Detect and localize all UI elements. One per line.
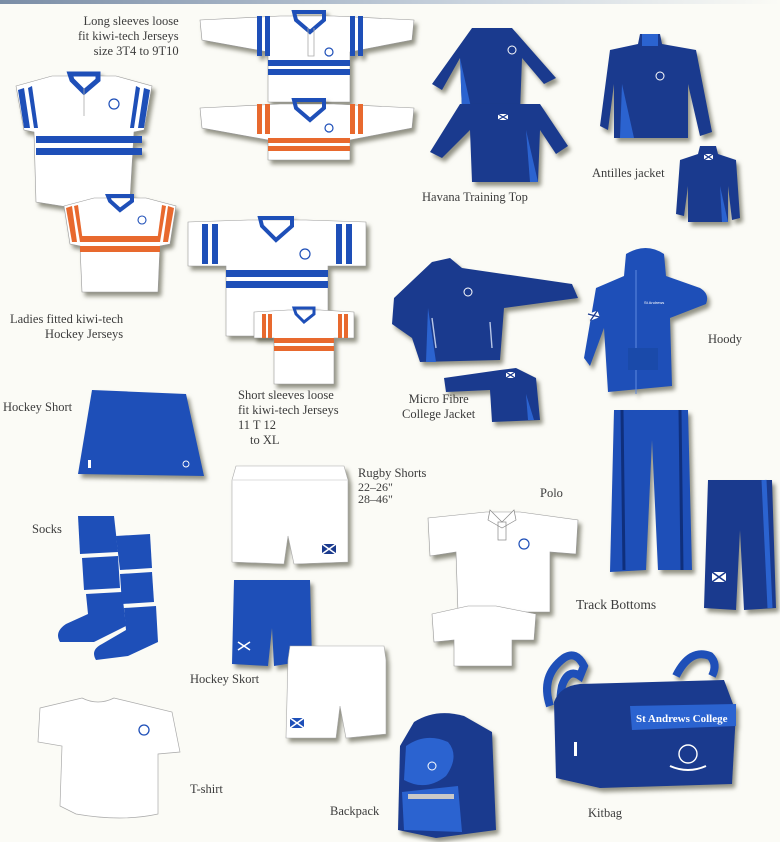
brand-logo-icon bbox=[88, 460, 91, 468]
label-line: 22–26" bbox=[358, 480, 393, 494]
saltire-flag-icon bbox=[711, 571, 727, 583]
college-crest-icon bbox=[137, 215, 147, 225]
label-micro-fibre-jacket: Micro Fibre College Jacket bbox=[402, 392, 475, 422]
label-havana-training-top: Havana Training Top bbox=[422, 190, 528, 204]
label-line: Micro Fibre bbox=[408, 392, 469, 406]
rugby-shorts[interactable] bbox=[231, 465, 349, 565]
socks[interactable] bbox=[54, 516, 174, 666]
college-crest-icon bbox=[182, 460, 190, 468]
top-border bbox=[0, 0, 780, 4]
label-line: fit kiwi-tech Jerseys bbox=[238, 403, 339, 417]
label-line: Short sleeves loose bbox=[238, 388, 334, 402]
college-crest-icon bbox=[299, 248, 311, 260]
long-sleeve-jersey-orange[interactable] bbox=[199, 98, 415, 161]
micro-fibre-college-jacket-front[interactable] bbox=[392, 258, 578, 364]
brand-logo-icon bbox=[574, 742, 577, 756]
label-line: size 3T4 to 9T10 bbox=[93, 44, 179, 58]
track-bottoms-front[interactable] bbox=[610, 409, 692, 574]
college-crest-icon bbox=[507, 45, 517, 55]
label-hoody: Hoody bbox=[708, 332, 743, 346]
label-line: Long sleeves loose bbox=[83, 14, 179, 28]
hoody[interactable]: St Andrews bbox=[584, 248, 710, 394]
college-crest-icon bbox=[678, 744, 698, 764]
saltire-flag-icon bbox=[497, 113, 509, 121]
college-crest-icon bbox=[655, 71, 665, 81]
label-line: Rugby Shorts bbox=[358, 466, 427, 480]
label-line: fit kiwi-tech Jerseys bbox=[78, 29, 179, 43]
long-sleeve-jersey-blue[interactable] bbox=[199, 10, 415, 103]
saltire-flag-icon bbox=[587, 310, 600, 321]
saltire-flag-icon bbox=[703, 153, 714, 161]
label-backpack: Backpack bbox=[330, 804, 380, 818]
t-shirt[interactable] bbox=[32, 696, 181, 820]
label-rugby-shorts: Rugby Shorts 22–26" 28–46" bbox=[358, 466, 426, 505]
label-line: College Jacket bbox=[402, 407, 476, 421]
saltire-flag-icon bbox=[237, 641, 251, 651]
label-long-sleeves-jerseys: Long sleeves loose fit kiwi-tech Jerseys… bbox=[78, 14, 179, 59]
college-crest-icon bbox=[463, 287, 473, 297]
polo-shirt-back[interactable] bbox=[431, 604, 537, 667]
kitbag[interactable]: St Andrews College bbox=[540, 646, 740, 792]
polo-shirt[interactable] bbox=[427, 508, 579, 613]
college-crest-icon bbox=[108, 98, 120, 110]
college-crest-icon bbox=[138, 724, 150, 736]
saltire-flag-icon bbox=[505, 371, 516, 379]
label-antilles-jacket: Antilles jacket bbox=[592, 166, 665, 180]
label-line: Hockey Jerseys bbox=[45, 327, 124, 341]
college-crest-icon bbox=[427, 761, 437, 771]
label-hockey-skort: Hockey Skort bbox=[190, 672, 260, 686]
label-socks: Socks bbox=[32, 522, 62, 536]
hockey-skort[interactable] bbox=[232, 580, 312, 666]
label-track-bottoms: Track Bottoms bbox=[576, 597, 657, 612]
label-line: Ladies fitted kiwi-tech bbox=[10, 312, 124, 326]
label-line: to XL bbox=[250, 433, 280, 447]
label-ladies-hockey-jerseys: Ladies fitted kiwi-tech Hockey Jerseys bbox=[10, 312, 123, 342]
track-bottoms-back[interactable] bbox=[704, 479, 776, 612]
hockey-short[interactable] bbox=[78, 388, 204, 476]
label-kitbag: Kitbag bbox=[588, 806, 623, 820]
hoody-embroidery: St Andrews bbox=[644, 300, 664, 305]
havana-training-top-back[interactable] bbox=[430, 100, 568, 182]
ladies-hockey-jersey-blue[interactable] bbox=[12, 70, 158, 209]
short-sleeve-jersey-orange[interactable] bbox=[253, 306, 355, 385]
antilles-jacket-front[interactable] bbox=[600, 34, 712, 138]
antilles-jacket-back[interactable] bbox=[676, 146, 740, 222]
college-crest-icon bbox=[518, 538, 530, 550]
label-line: 11 T 12 bbox=[238, 418, 276, 432]
label-polo: Polo bbox=[540, 486, 563, 500]
backpack[interactable] bbox=[396, 712, 498, 838]
rugby-shorts-small[interactable] bbox=[285, 645, 387, 739]
ladies-hockey-jersey-orange[interactable] bbox=[62, 192, 178, 296]
college-crest-icon bbox=[324, 47, 334, 57]
saltire-flag-icon bbox=[289, 717, 305, 729]
college-crest-icon bbox=[324, 123, 334, 133]
short-sleeve-jersey-blue[interactable] bbox=[187, 216, 367, 337]
label-hockey-short: Hockey Short bbox=[3, 400, 73, 414]
label-short-sleeves-jerseys: Short sleeves loose fit kiwi-tech Jersey… bbox=[238, 388, 339, 448]
label-line: 28–46" bbox=[358, 492, 393, 506]
micro-fibre-college-jacket-back[interactable] bbox=[444, 364, 540, 422]
kitbag-college-name: St Andrews College bbox=[636, 713, 728, 725]
havana-training-top-front[interactable] bbox=[432, 28, 556, 112]
label-tshirt: T-shirt bbox=[190, 782, 223, 796]
saltire-flag-icon bbox=[321, 543, 337, 555]
